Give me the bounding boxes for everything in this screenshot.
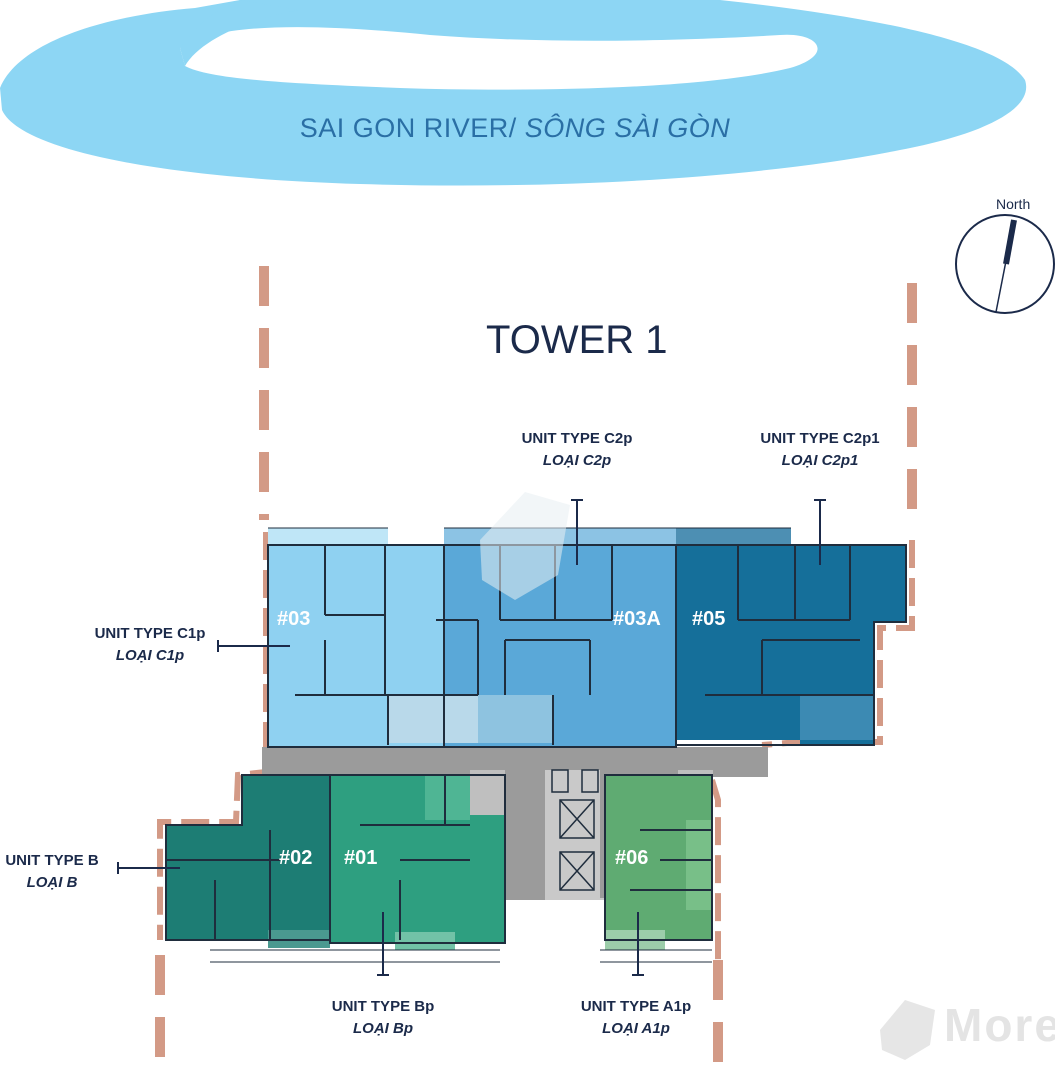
site-boundary-inner bbox=[157, 532, 915, 960]
unit-type: UNIT TYPE C2p bbox=[521, 430, 633, 447]
unit-type: UNIT TYPE B bbox=[5, 852, 99, 869]
unit-type-vi: LOẠI Bp bbox=[353, 1020, 413, 1037]
lift-core bbox=[551, 769, 599, 891]
unit-type-vi: LOẠI C2p bbox=[542, 452, 612, 469]
unit-type: UNIT TYPE C1p bbox=[94, 625, 206, 642]
unit-label-bp: UNIT TYPE Bp LOẠI Bp bbox=[303, 996, 463, 1040]
unit-number-05: #05 bbox=[692, 608, 726, 630]
unit-type: UNIT TYPE Bp bbox=[331, 998, 435, 1015]
unit-label-c2p1: UNIT TYPE C2p1 LOẠI C2p1 bbox=[740, 428, 900, 472]
balconies bbox=[210, 527, 791, 963]
unit-block-05 bbox=[676, 528, 906, 745]
unit-number-06: #06 bbox=[615, 847, 649, 869]
watermark-logo-corner bbox=[880, 1000, 935, 1060]
river-label: SAI GON RIVER/ SÔNG SÀI GÒN bbox=[299, 113, 731, 143]
unit-type-vi: LOẠI A1p bbox=[602, 1020, 670, 1037]
unit-type-vi: LOẠI C1p bbox=[115, 647, 185, 664]
unit-label-c1p: UNIT TYPE C1p LOẠI C1p bbox=[70, 623, 230, 667]
watermark-text: More bbox=[944, 999, 1055, 1051]
river bbox=[0, 0, 1027, 186]
tower-title: TOWER 1 bbox=[486, 318, 668, 362]
unit-type: UNIT TYPE C2p1 bbox=[760, 430, 880, 447]
site-boundary bbox=[155, 266, 917, 1080]
compass bbox=[955, 214, 1055, 314]
unit-type: UNIT TYPE A1p bbox=[580, 998, 692, 1015]
unit-number-03: #03 bbox=[277, 608, 311, 630]
unit-number-01: #01 bbox=[344, 847, 378, 869]
unit-block-06 bbox=[605, 775, 712, 950]
unit-label-c2p: UNIT TYPE C2p LOẠI C2p bbox=[497, 428, 657, 472]
watermark-logo bbox=[480, 492, 570, 600]
north-label: North bbox=[996, 196, 1031, 212]
unit-label-a1p: UNIT TYPE A1p LOẠI A1p bbox=[556, 996, 716, 1040]
unit-number-02: #02 bbox=[279, 847, 313, 869]
unit-type-vi: LOẠI B bbox=[26, 874, 78, 891]
unit-type-vi: LOẠI C2p1 bbox=[781, 452, 859, 469]
leader-lines bbox=[117, 499, 826, 976]
unit-number-03a: #03A bbox=[613, 608, 661, 630]
unit-label-b: UNIT TYPE B LOẠI B bbox=[0, 850, 106, 894]
